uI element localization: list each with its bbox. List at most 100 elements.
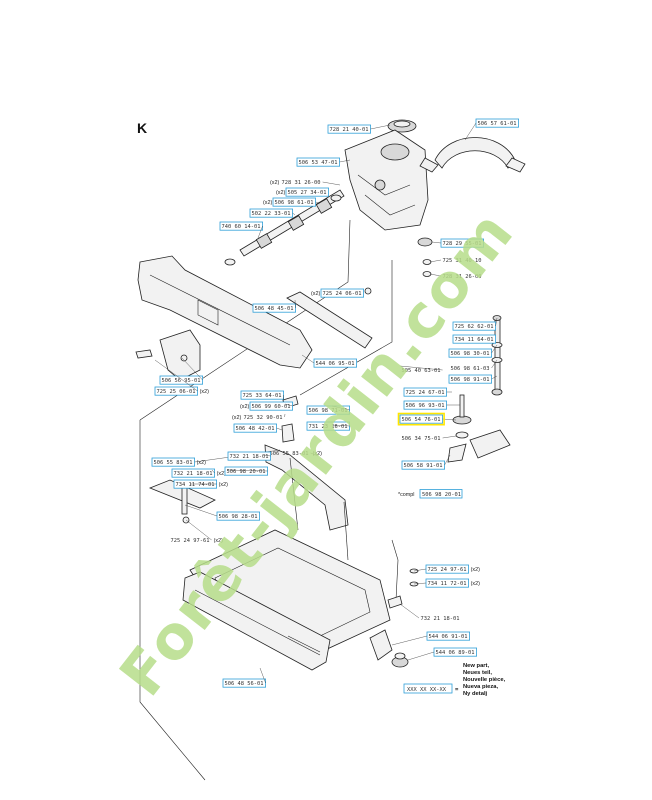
- part-number: 506 54 76-01: [402, 417, 441, 423]
- part-label: (x2)725 25 06-01: [154, 359, 209, 396]
- part-number: 506 55 83-01: [154, 460, 193, 466]
- part-label: (x2)734 11 72-01: [413, 578, 480, 588]
- exploded-drawing: [135, 119, 526, 781]
- part-label: 506 98 20-01: [224, 466, 268, 476]
- part-label: 506 98 61-03: [451, 359, 498, 372]
- part-label: 506 53 47-01: [296, 157, 351, 167]
- part-label: (x2)732 21 18-01: [171, 468, 226, 478]
- part-label: (x2)506 55 83-01: [270, 451, 323, 457]
- assembly-guide-line: [391, 539, 399, 601]
- drive-shaft-part: [224, 189, 345, 266]
- angle-bracket-part: [135, 329, 201, 381]
- part-number: 725 62 62-01: [455, 324, 494, 330]
- handle-bar-part: [137, 255, 313, 369]
- part-number: 506 48 56-01: [225, 681, 264, 687]
- leader-line: [211, 469, 215, 474]
- front-bumper-part: [182, 571, 331, 671]
- part-label: 506 96 93-01: [403, 400, 460, 410]
- leader-line: [464, 122, 477, 141]
- part-label: 506 48 45-01: [252, 299, 296, 313]
- leader-line: [185, 519, 212, 541]
- part-number: 725 24 67-01: [406, 390, 445, 396]
- quantity-tag: (x2): [240, 404, 249, 410]
- legend-line-2: Neues teil,: [463, 670, 492, 676]
- leader-line: [491, 359, 498, 369]
- part-number-box: [448, 348, 492, 358]
- part-number: 506 98 61-03: [451, 366, 490, 372]
- leader-line: [332, 424, 350, 427]
- part-label: 728 31 26-00: [429, 273, 481, 280]
- legend-line-3: Nouvelle pièce,: [463, 677, 506, 683]
- legend-sample-box: [403, 683, 453, 694]
- part-label: 506 98 71-01: [306, 405, 350, 415]
- compl-part-box: [419, 489, 463, 499]
- part-number-box: [216, 511, 260, 521]
- leader-line: [322, 181, 341, 186]
- quantity-tag: (x2): [471, 581, 480, 587]
- part-number: 506 98 61-01: [275, 200, 314, 206]
- part-label: 506 98 30-01: [448, 344, 498, 358]
- leader-line: [407, 651, 435, 661]
- part-label: 725 62 62-01: [452, 317, 498, 331]
- part-label: (x2)505 27 34-01: [276, 187, 329, 197]
- side-bolt-part: [387, 568, 419, 609]
- part-label: (x2)725 32 90-01: [232, 413, 286, 421]
- part-number-box: [285, 187, 329, 197]
- legend: XXX XX XX-XX = New part, Neues teil, Nou…: [403, 663, 506, 697]
- leader-line: [413, 568, 427, 572]
- part-number: 506 98 28-01: [219, 514, 258, 520]
- part-label: 731 23 16-01: [306, 421, 350, 431]
- part-number: 506 58 91-01: [404, 463, 443, 469]
- guide-plate-part: [286, 291, 373, 349]
- part-number-box: [452, 321, 496, 331]
- part-label: 732 21 18-01: [227, 451, 271, 461]
- quantity-tag: (x2): [200, 389, 209, 395]
- part-label: (x2)725 24 97-61: [171, 519, 223, 544]
- leader-line: [431, 241, 442, 244]
- part-number-box: [252, 303, 296, 313]
- part-number-box: [151, 457, 195, 467]
- part-number: 544 06 89-01: [436, 650, 475, 656]
- part-label: 544 06 95-01: [301, 354, 357, 368]
- legend-sample: XXX XX XX-XX: [407, 687, 447, 693]
- leader-line: [429, 273, 442, 277]
- bearing-ring-part: [387, 119, 417, 133]
- part-number: 725 24 97-61: [428, 567, 467, 573]
- part-number: 506 53 47-01: [299, 160, 338, 166]
- quantity-tag: (x2): [197, 460, 206, 466]
- part-number-box: [306, 405, 350, 415]
- part-label: 506 48 56-01: [222, 667, 266, 688]
- quantity-tag: (x2): [313, 451, 322, 457]
- part-number: 506 98 91-01: [451, 377, 490, 383]
- leader-line: [257, 225, 263, 239]
- part-number-box: [296, 157, 340, 167]
- part-label: 728 29 55-01: [431, 238, 484, 248]
- part-number: 544 06 95-01: [316, 361, 355, 367]
- part-label: 725 24 67-01: [403, 387, 452, 397]
- leader-line: [301, 354, 315, 364]
- leader-line: [391, 635, 428, 646]
- part-number-box: [249, 401, 293, 411]
- part-number-box: [448, 374, 492, 384]
- assembly-guide-line: [139, 420, 206, 781]
- highlight-frame: [397, 412, 445, 426]
- leader-line: [276, 427, 283, 431]
- part-number: 732 21 18-01: [174, 471, 213, 477]
- part-number: 506 98 71-01: [309, 408, 348, 414]
- part-number-box: [224, 466, 268, 476]
- quantity-tag: (x2): [263, 200, 272, 206]
- part-number-box: [327, 124, 371, 134]
- leader-line: [294, 299, 296, 309]
- part-number-box: [313, 358, 357, 368]
- part-label: 734 11 64-01: [452, 334, 496, 344]
- part-label: (x2)728 31 26-00: [270, 180, 341, 186]
- part-number: 502 22 33-01: [252, 211, 291, 217]
- part-number: 732 21 18-01: [230, 454, 269, 460]
- compl-label: *compl 506 98 20-01: [398, 489, 463, 499]
- part-number: 725 32 90-01: [244, 415, 283, 421]
- part-number-box: [171, 468, 215, 478]
- part-number: 544 06 91-01: [429, 634, 468, 640]
- part-number: 505 40 63-01: [402, 368, 441, 374]
